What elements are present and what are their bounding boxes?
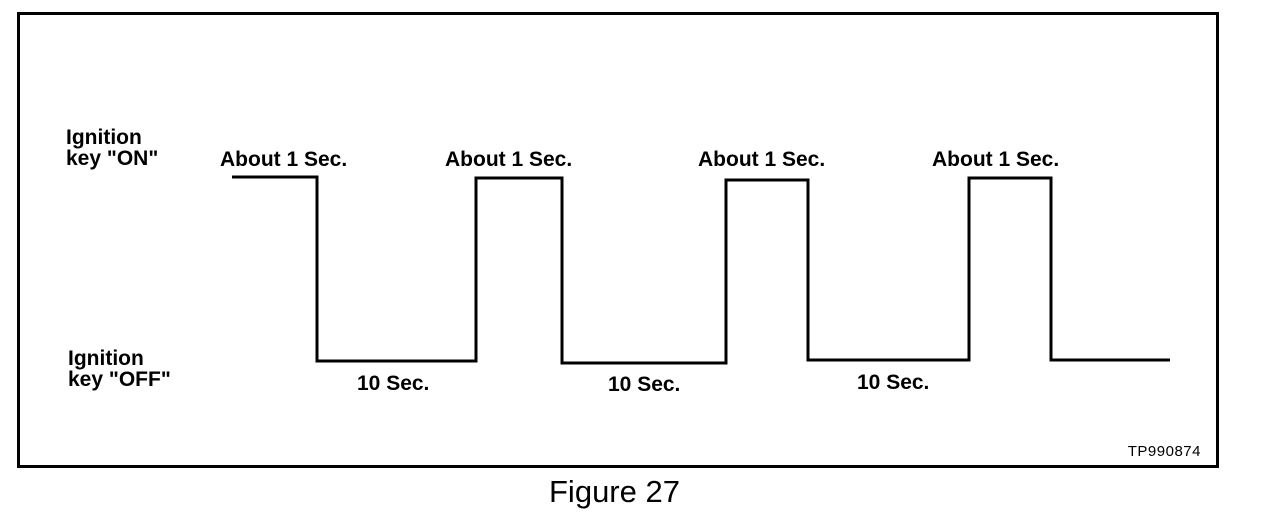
waveform-line [232, 175, 1170, 365]
on-duration-label: About 1 Sec. [220, 148, 348, 171]
ignition-off-label: Ignition key "OFF" [68, 347, 171, 391]
on-duration-label: About 1 Sec. [698, 148, 826, 171]
off-duration-label: 10 Sec. [608, 373, 681, 396]
diagram-frame [17, 12, 1219, 468]
off-duration-label: 10 Sec. [357, 372, 430, 395]
reference-code: TP990874 [1127, 443, 1201, 460]
on-duration-label: About 1 Sec. [932, 148, 1060, 171]
on-duration-label: About 1 Sec. [445, 148, 573, 171]
figure-caption: Figure 27 [549, 474, 680, 509]
ignition-on-label: Ignition key "ON" [66, 126, 159, 170]
off-duration-label: 10 Sec. [857, 371, 930, 394]
